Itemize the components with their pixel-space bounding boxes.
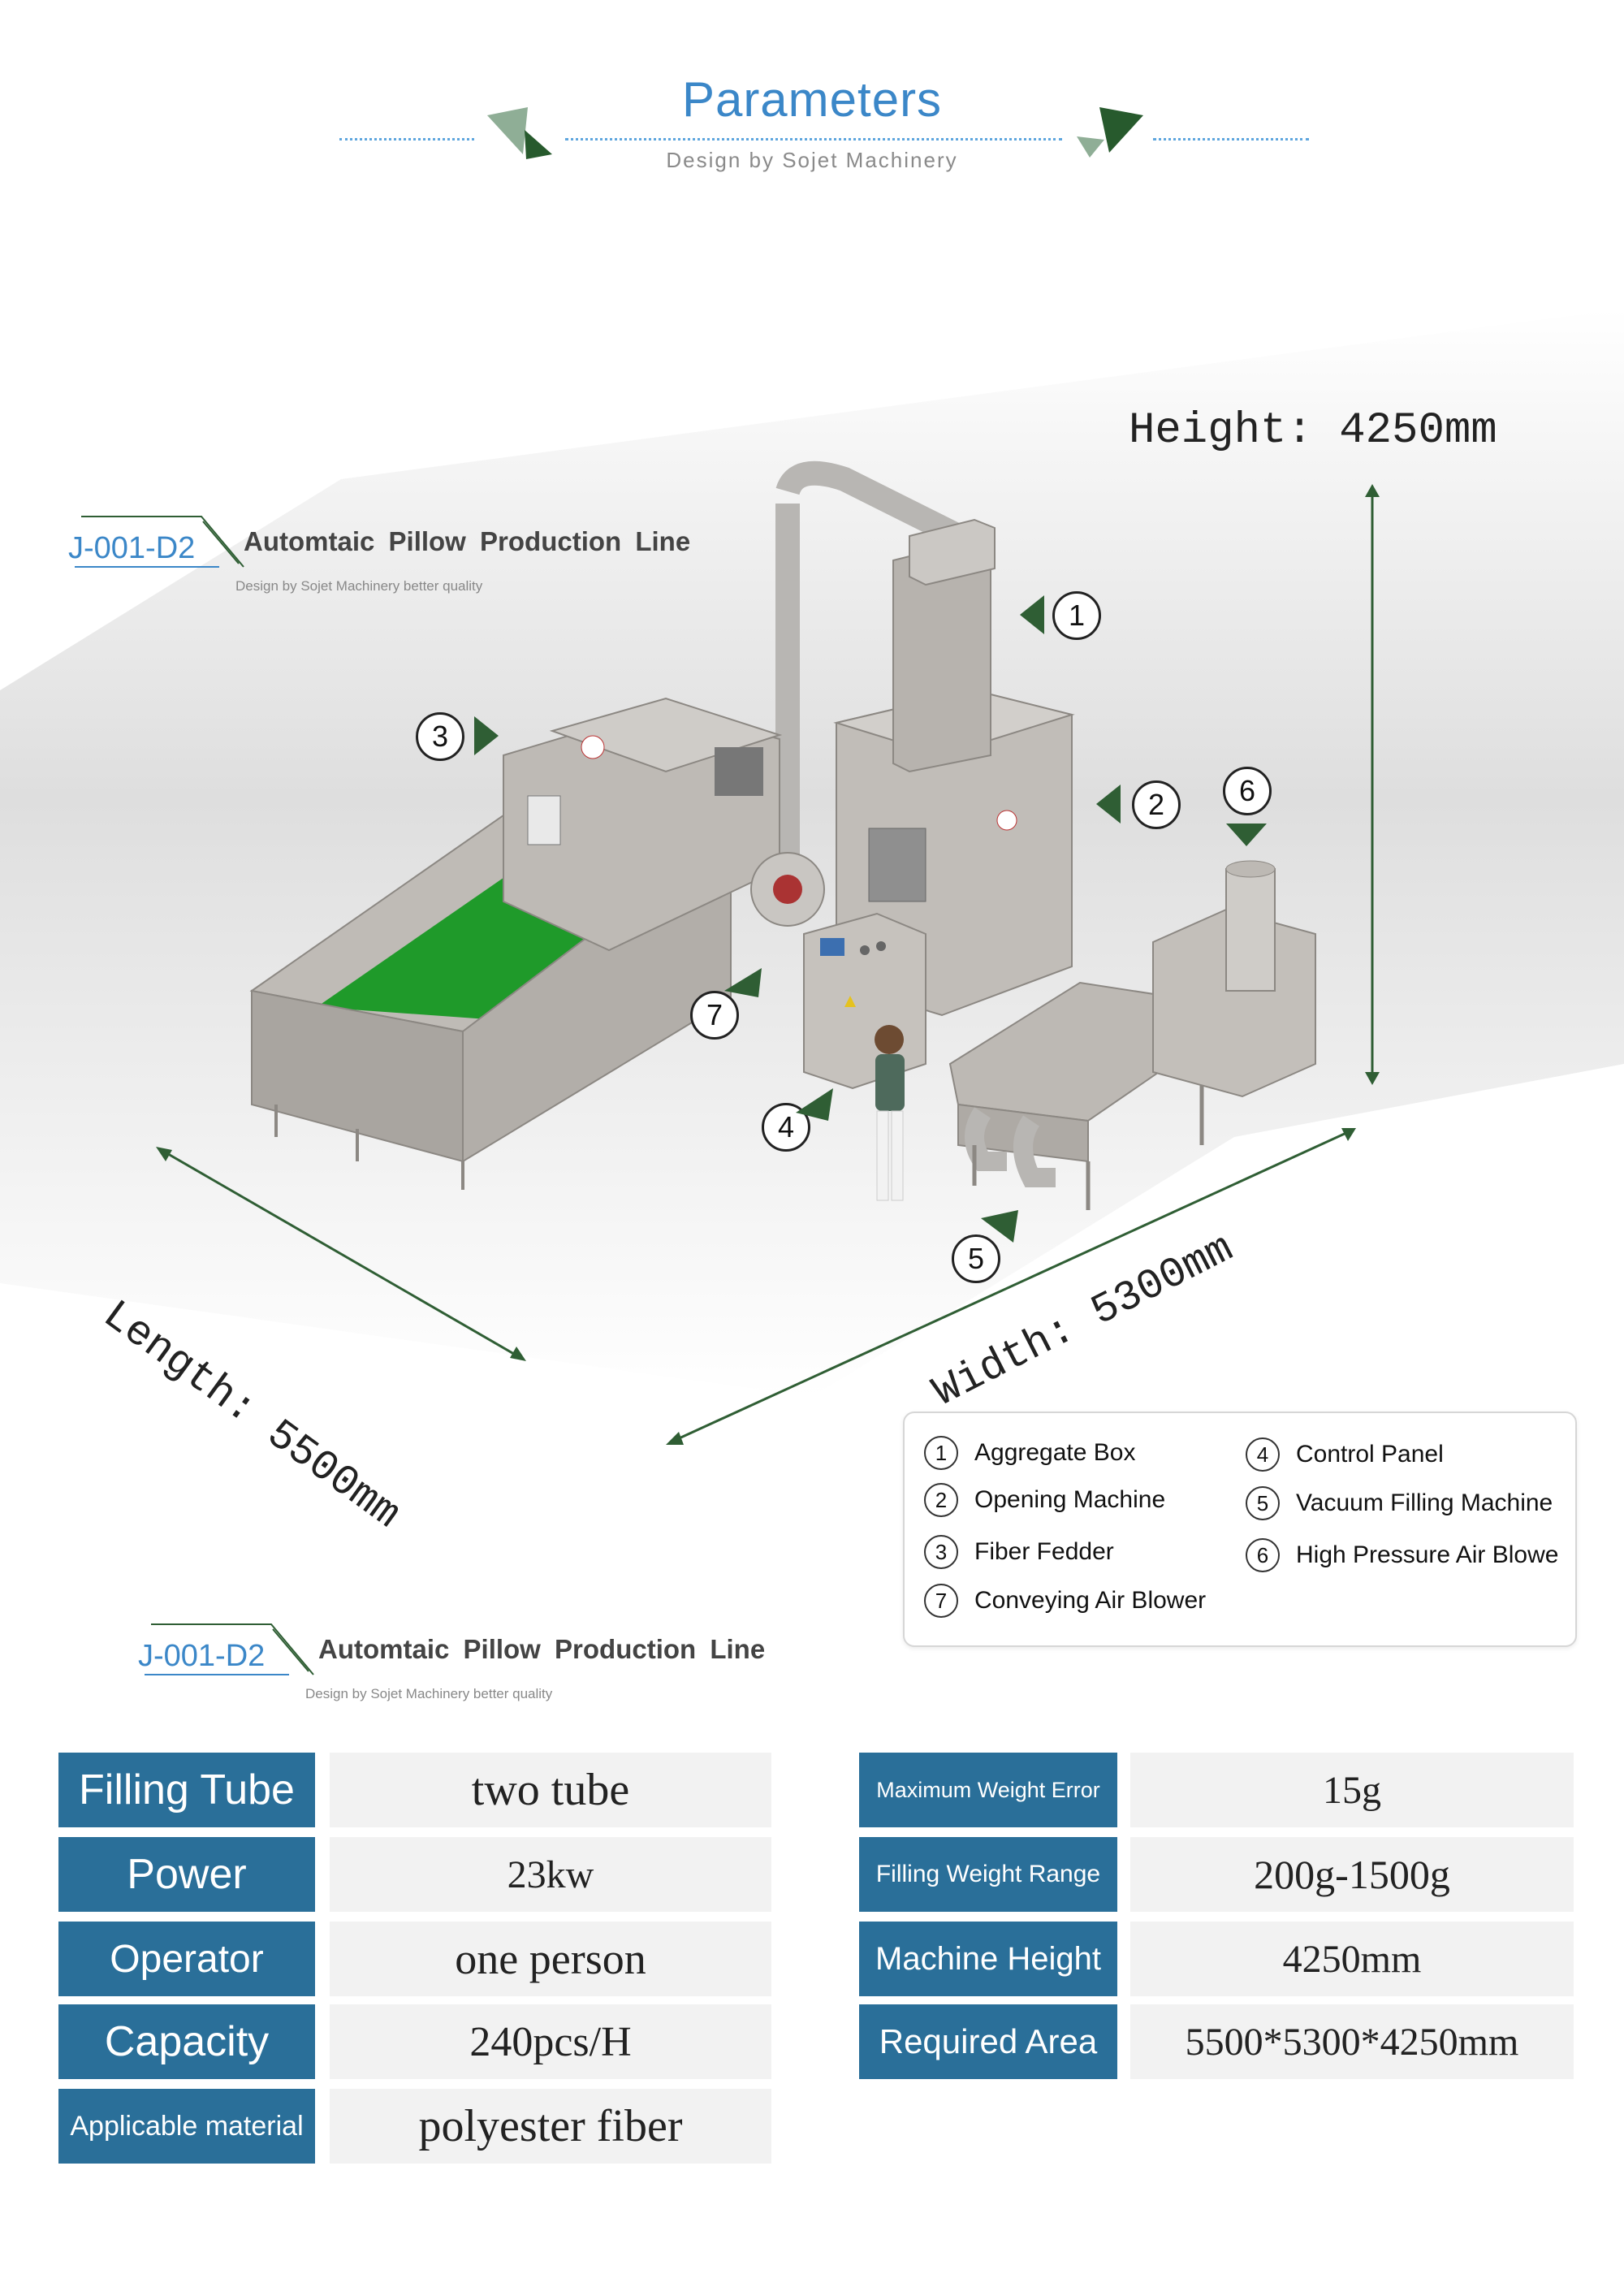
callout-arrow-6 — [1226, 824, 1267, 846]
callout-arrow-1 — [1020, 595, 1044, 634]
components-legend: 1 Aggregate Box 2 Opening Machine 3 Fiber F… — [903, 1412, 1577, 1647]
header-rule-center — [565, 138, 1062, 141]
legend-number: 7 — [924, 1584, 958, 1618]
callout-arrow-4 — [796, 1088, 833, 1121]
height-arrow — [1365, 484, 1380, 1085]
product-code-upper: J-001-D2 — [68, 531, 196, 565]
spec-label-filling-weight-range: Filling Weight Range — [859, 1837, 1117, 1912]
spec-value-filling-weight-range: 200g-1500g — [1130, 1837, 1574, 1912]
legend-number: 1 — [924, 1436, 958, 1470]
callout-arrow-5 — [981, 1210, 1018, 1243]
legend-number: 3 — [924, 1535, 958, 1569]
spec-label-filling-tube: Filling Tube — [58, 1753, 315, 1827]
legend-label: Opening Machine — [974, 1486, 1166, 1513]
production-line-illustration — [249, 460, 1316, 1210]
callout-arrow-7 — [724, 968, 762, 997]
callout-7: 7 — [690, 991, 739, 1040]
callout-3: 3 — [416, 712, 464, 761]
callout-1: 1 — [1052, 591, 1101, 640]
spec-value-filling-tube: two tube — [330, 1753, 771, 1827]
legend-number: 5 — [1246, 1486, 1280, 1520]
callout-2: 2 — [1132, 780, 1181, 829]
legend-item: 5 Vacuum Filling Machine — [1246, 1486, 1553, 1520]
label-bracket-lower — [145, 1623, 314, 1675]
legend-item: 2 Opening Machine — [924, 1483, 1165, 1517]
legend-item: 1 Aggregate Box — [924, 1436, 1135, 1470]
spec-value-required-area: 5500*5300*4250mm — [1130, 2004, 1574, 2079]
height-dimension: Height: 4250mm — [1129, 406, 1497, 456]
legend-number: 2 — [924, 1483, 958, 1517]
callout-6: 6 — [1223, 767, 1272, 815]
spec-label-max-weight-error: Maximum Weight Error — [859, 1753, 1117, 1827]
spec-label-applicable-material: Applicable material — [58, 2089, 315, 2164]
legend-number: 6 — [1246, 1538, 1280, 1572]
legend-item: 7 Conveying Air Blower — [924, 1584, 1206, 1618]
legend-label: Fiber Fedder — [974, 1538, 1114, 1565]
header-rule-left — [339, 138, 474, 141]
spec-value-max-weight-error: 15g — [1130, 1753, 1574, 1827]
legend-label: Aggregate Box — [974, 1439, 1136, 1466]
callout-5: 5 — [952, 1234, 1000, 1283]
legend-label: High Pressure Air Blowe — [1296, 1541, 1559, 1568]
legend-item: 3 Fiber Fedder — [924, 1535, 1114, 1569]
header-rule-right — [1153, 138, 1309, 141]
callout-arrow-3 — [474, 716, 499, 755]
product-name-upper: Automtaic Pillow Production Line — [244, 526, 691, 556]
spec-label-machine-height: Machine Height — [859, 1922, 1117, 1996]
width-arrow — [666, 1128, 1356, 1445]
spec-label-capacity: Capacity — [58, 2004, 315, 2079]
spec-value-capacity: 240pcs/H — [330, 2004, 771, 2079]
spec-value-power: 23kw — [330, 1837, 771, 1912]
legend-number: 4 — [1246, 1437, 1280, 1472]
legend-label: Conveying Air Blower — [974, 1587, 1207, 1614]
legend-label: Vacuum Filling Machine — [1296, 1489, 1553, 1516]
spec-value-applicable-material: polyester fiber — [330, 2089, 771, 2164]
page-title: Parameters — [681, 72, 943, 127]
legend-label: Control Panel — [1296, 1441, 1444, 1468]
spec-label-operator: Operator — [58, 1922, 315, 1996]
product-code-lower: J-001-D2 — [138, 1639, 266, 1673]
length-arrow — [156, 1147, 526, 1361]
legend-item: 4 Control Panel — [1246, 1437, 1444, 1472]
header-triangle-left-icon — [487, 107, 552, 159]
page-subtitle: Design by Sojet Machinery — [666, 148, 958, 172]
spec-label-power: Power — [58, 1837, 315, 1912]
header-triangle-right-icon — [1077, 107, 1143, 158]
product-tagline-upper: Design by Sojet Machinery better quality — [235, 578, 483, 594]
spec-value-machine-height: 4250mm — [1130, 1922, 1574, 1996]
product-name-lower: Automtaic Pillow Production Line — [318, 1634, 766, 1664]
spec-value-operator: one person — [330, 1922, 771, 1996]
spec-label-required-area: Required Area — [859, 2004, 1117, 2079]
legend-item: 6 High Pressure Air Blowe — [1246, 1538, 1558, 1572]
callout-arrow-2 — [1096, 785, 1121, 824]
label-bracket-upper — [75, 516, 244, 568]
product-tagline-lower: Design by Sojet Machinery better quality — [305, 1686, 553, 1701]
